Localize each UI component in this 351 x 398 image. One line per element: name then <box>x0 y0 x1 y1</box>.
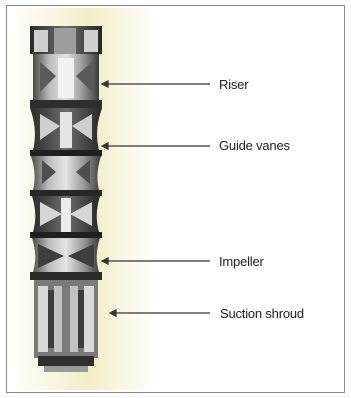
guide-vanes-label: Guide vanes <box>219 138 290 153</box>
impeller-stage <box>30 232 102 280</box>
suction-shroud-section <box>34 280 98 372</box>
impeller-label: Impeller <box>219 254 264 269</box>
suction-shroud-leader-arrow <box>110 310 116 316</box>
riser-leader-arrow <box>102 81 108 87</box>
guide-vanes-leader-arrow <box>102 143 108 149</box>
guide-vanes-stage-upper <box>30 100 102 190</box>
guide-vanes-stage-middle <box>30 190 102 232</box>
riser-section <box>30 26 102 100</box>
riser-label: Riser <box>219 77 248 92</box>
impeller-leader-arrow <box>102 258 108 264</box>
suction-shroud-label: Suction shroud <box>220 306 304 321</box>
